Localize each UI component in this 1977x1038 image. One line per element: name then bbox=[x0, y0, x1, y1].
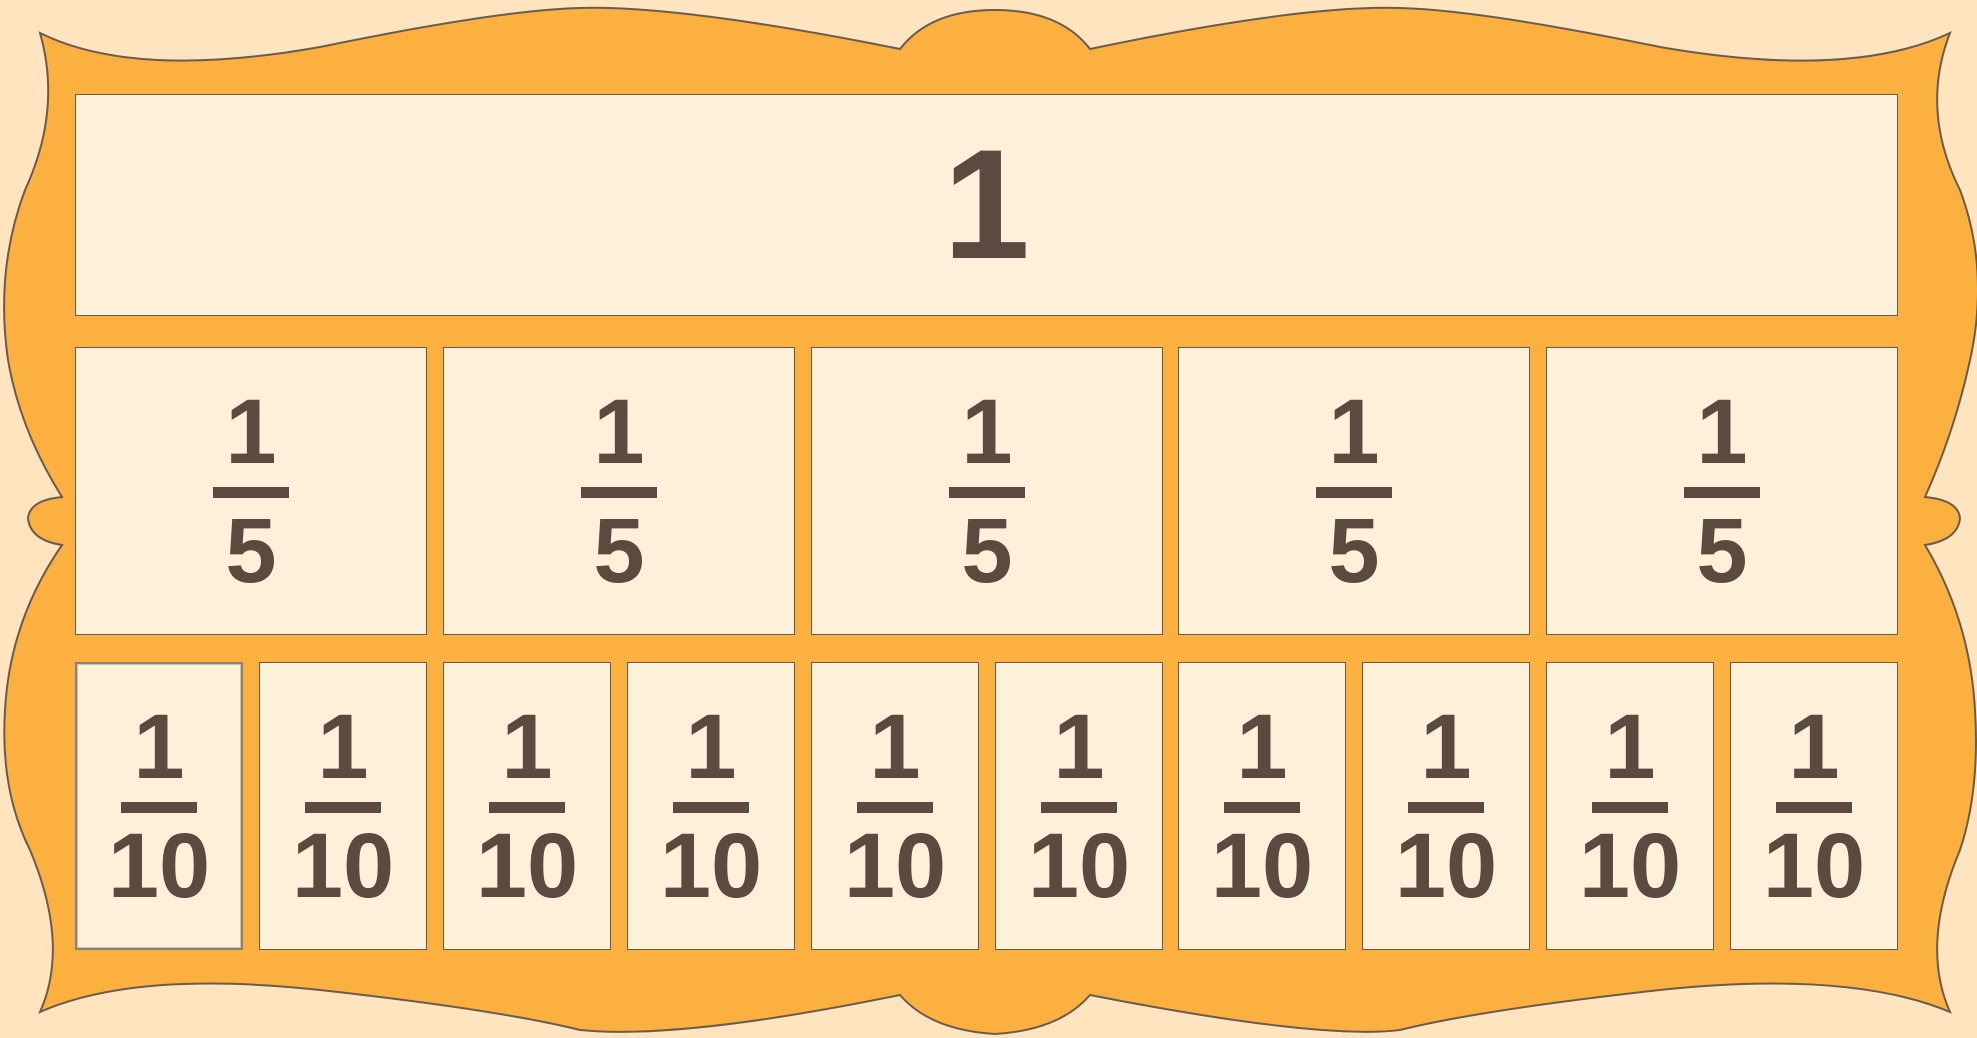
fraction: 1 10 bbox=[1211, 701, 1313, 912]
fraction: 1 5 bbox=[1684, 386, 1760, 597]
fraction: 1 10 bbox=[108, 701, 210, 912]
whole-bar[interactable]: 1 bbox=[75, 94, 1898, 316]
denominator: 10 bbox=[1028, 820, 1130, 912]
denominator: 10 bbox=[1211, 820, 1313, 912]
fraction-bar bbox=[1592, 802, 1668, 813]
fraction: 1 5 bbox=[213, 386, 289, 597]
fraction: 1 10 bbox=[1763, 701, 1865, 912]
whole-label: 1 bbox=[943, 127, 1030, 283]
tenth-tile[interactable]: 1 10 bbox=[1546, 662, 1714, 950]
numerator: 1 bbox=[1328, 386, 1379, 478]
denominator: 10 bbox=[660, 820, 762, 912]
numerator: 1 bbox=[1053, 701, 1104, 793]
denominator: 5 bbox=[593, 505, 644, 597]
fraction-bar bbox=[305, 802, 381, 813]
denominator: 10 bbox=[1395, 820, 1497, 912]
denominator: 5 bbox=[1328, 505, 1379, 597]
denominator: 5 bbox=[1696, 505, 1747, 597]
numerator: 1 bbox=[133, 701, 184, 793]
numerator: 1 bbox=[501, 701, 552, 793]
fraction-bar bbox=[489, 802, 565, 813]
numerator: 1 bbox=[1420, 701, 1471, 793]
denominator: 10 bbox=[1579, 820, 1681, 912]
fraction-bar bbox=[581, 487, 657, 498]
fifth-tile[interactable]: 1 5 bbox=[1546, 347, 1898, 635]
numerator: 1 bbox=[869, 701, 920, 793]
fraction-bar bbox=[1316, 487, 1392, 498]
fraction-bar bbox=[673, 802, 749, 813]
numerator: 1 bbox=[317, 701, 368, 793]
numerator: 1 bbox=[225, 386, 276, 478]
tenth-tile[interactable]: 1 10 bbox=[1362, 662, 1530, 950]
fraction: 1 10 bbox=[1395, 701, 1497, 912]
fraction: 1 5 bbox=[581, 386, 657, 597]
fraction: 1 10 bbox=[1028, 701, 1130, 912]
fraction-bar bbox=[121, 802, 197, 813]
fraction-bar bbox=[1408, 802, 1484, 813]
tenth-tile[interactable]: 1 10 bbox=[995, 662, 1163, 950]
fraction: 1 5 bbox=[1316, 386, 1392, 597]
fraction: 1 10 bbox=[1579, 701, 1681, 912]
numerator: 1 bbox=[1236, 701, 1287, 793]
fifth-tile[interactable]: 1 5 bbox=[811, 347, 1163, 635]
denominator: 10 bbox=[476, 820, 578, 912]
fraction: 1 5 bbox=[949, 386, 1025, 597]
denominator: 10 bbox=[108, 820, 210, 912]
fraction-bar bbox=[213, 487, 289, 498]
numerator: 1 bbox=[1788, 701, 1839, 793]
fraction: 1 10 bbox=[844, 701, 946, 912]
fifth-tile[interactable]: 1 5 bbox=[1178, 347, 1530, 635]
fifth-tile[interactable]: 1 5 bbox=[443, 347, 795, 635]
tenth-tile[interactable]: 1 10 bbox=[811, 662, 979, 950]
tenth-tile[interactable]: 1 10 bbox=[627, 662, 795, 950]
fraction-bar bbox=[1041, 802, 1117, 813]
fraction-bar bbox=[1684, 487, 1760, 498]
denominator: 10 bbox=[1763, 820, 1865, 912]
tenth-tile[interactable]: 1 10 bbox=[1730, 662, 1898, 950]
fraction: 1 10 bbox=[476, 701, 578, 912]
fraction: 1 10 bbox=[660, 701, 762, 912]
tenth-tile[interactable]: 1 10 bbox=[443, 662, 611, 950]
numerator: 1 bbox=[593, 386, 644, 478]
fraction: 1 10 bbox=[292, 701, 394, 912]
denominator: 5 bbox=[225, 505, 276, 597]
denominator: 10 bbox=[844, 820, 946, 912]
numerator: 1 bbox=[1604, 701, 1655, 793]
fifth-tile[interactable]: 1 5 bbox=[75, 347, 427, 635]
fraction-bar bbox=[857, 802, 933, 813]
numerator: 1 bbox=[961, 386, 1012, 478]
tenth-tile[interactable]: 1 10 bbox=[259, 662, 427, 950]
denominator: 5 bbox=[961, 505, 1012, 597]
fraction-bar bbox=[1776, 802, 1852, 813]
fraction-bar bbox=[1224, 802, 1300, 813]
fraction-bar bbox=[949, 487, 1025, 498]
numerator: 1 bbox=[685, 701, 736, 793]
tenth-tile[interactable]: 1 10 bbox=[1178, 662, 1346, 950]
numerator: 1 bbox=[1696, 386, 1747, 478]
denominator: 10 bbox=[292, 820, 394, 912]
tenth-tile[interactable]: 1 10 bbox=[75, 662, 243, 950]
